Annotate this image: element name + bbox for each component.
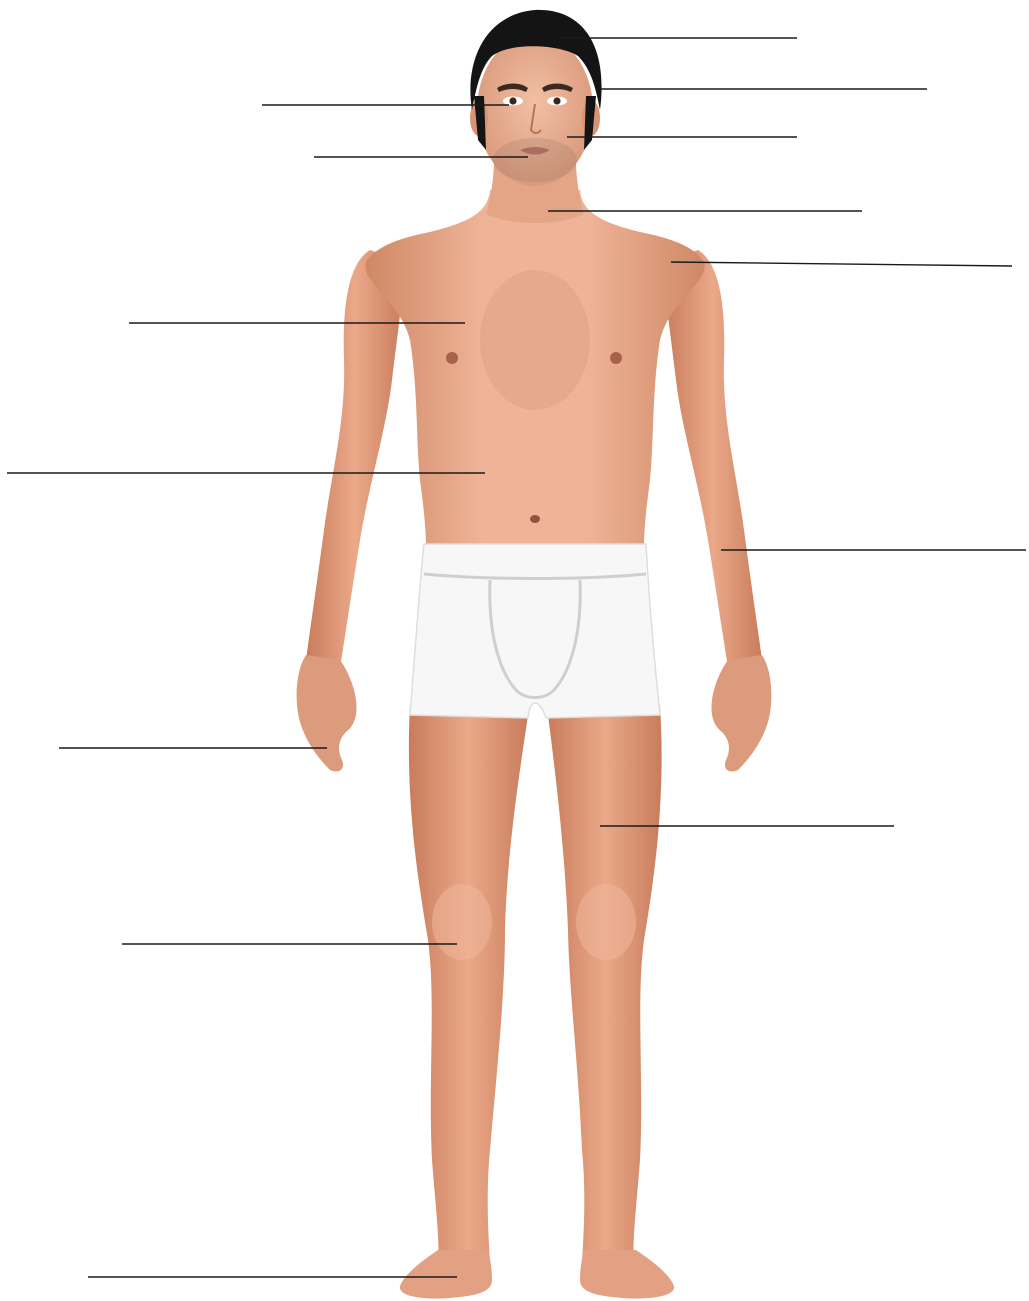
right-knee [432,884,492,960]
left-iris [553,97,560,104]
underwear [410,544,660,718]
left-foot [580,1250,674,1299]
stubble [493,138,577,182]
right-nipple [446,352,458,364]
right-iris [509,97,516,104]
left-leg [548,705,662,1262]
leader-line-shoulder [671,262,1012,266]
right-foot [400,1250,492,1299]
right-leg [409,705,528,1262]
left-knee [576,884,636,960]
right-hand [297,655,357,772]
chest-hair [480,270,590,410]
navel [530,515,540,523]
left-arm [664,250,762,668]
right-arm [306,250,404,668]
left-nipple [610,352,622,364]
left-hand [711,655,771,772]
human-figure [297,10,772,1299]
